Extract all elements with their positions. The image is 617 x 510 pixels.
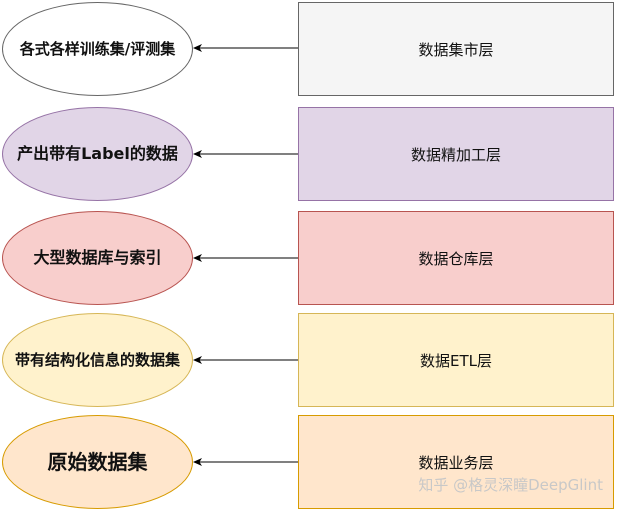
layer-box-2: 数据仓库层	[298, 211, 614, 305]
output-label: 产出带有Label的数据	[17, 144, 178, 163]
output-ellipse-0: 各式各样训练集/评测集	[2, 2, 193, 96]
layer-label: 数据仓库层	[418, 249, 494, 268]
layer-box-0: 数据集市层	[298, 2, 614, 96]
watermark: 知乎 @格灵深瞳DeepGlint	[418, 476, 603, 494]
output-ellipse-1: 产出带有Label的数据	[2, 107, 193, 201]
output-label: 各式各样训练集/评测集	[19, 39, 176, 58]
output-ellipse-4: 原始数据集	[2, 415, 193, 509]
output-ellipse-3: 带有结构化信息的数据集	[2, 313, 193, 407]
output-label: 原始数据集	[47, 449, 148, 474]
output-ellipse-2: 大型数据库与索引	[2, 211, 193, 305]
layer-box-4: 数据业务层	[298, 415, 614, 509]
layer-label: 数据精加工层	[410, 145, 501, 164]
layer-label: 数据业务层	[418, 453, 494, 472]
output-label: 带有结构化信息的数据集	[14, 350, 180, 369]
layer-label: 数据ETL层	[420, 351, 492, 370]
layer-box-3: 数据ETL层	[298, 313, 614, 407]
layer-label: 数据集市层	[418, 40, 494, 59]
output-label: 大型数据库与索引	[33, 248, 162, 267]
layer-box-1: 数据精加工层	[298, 107, 614, 201]
